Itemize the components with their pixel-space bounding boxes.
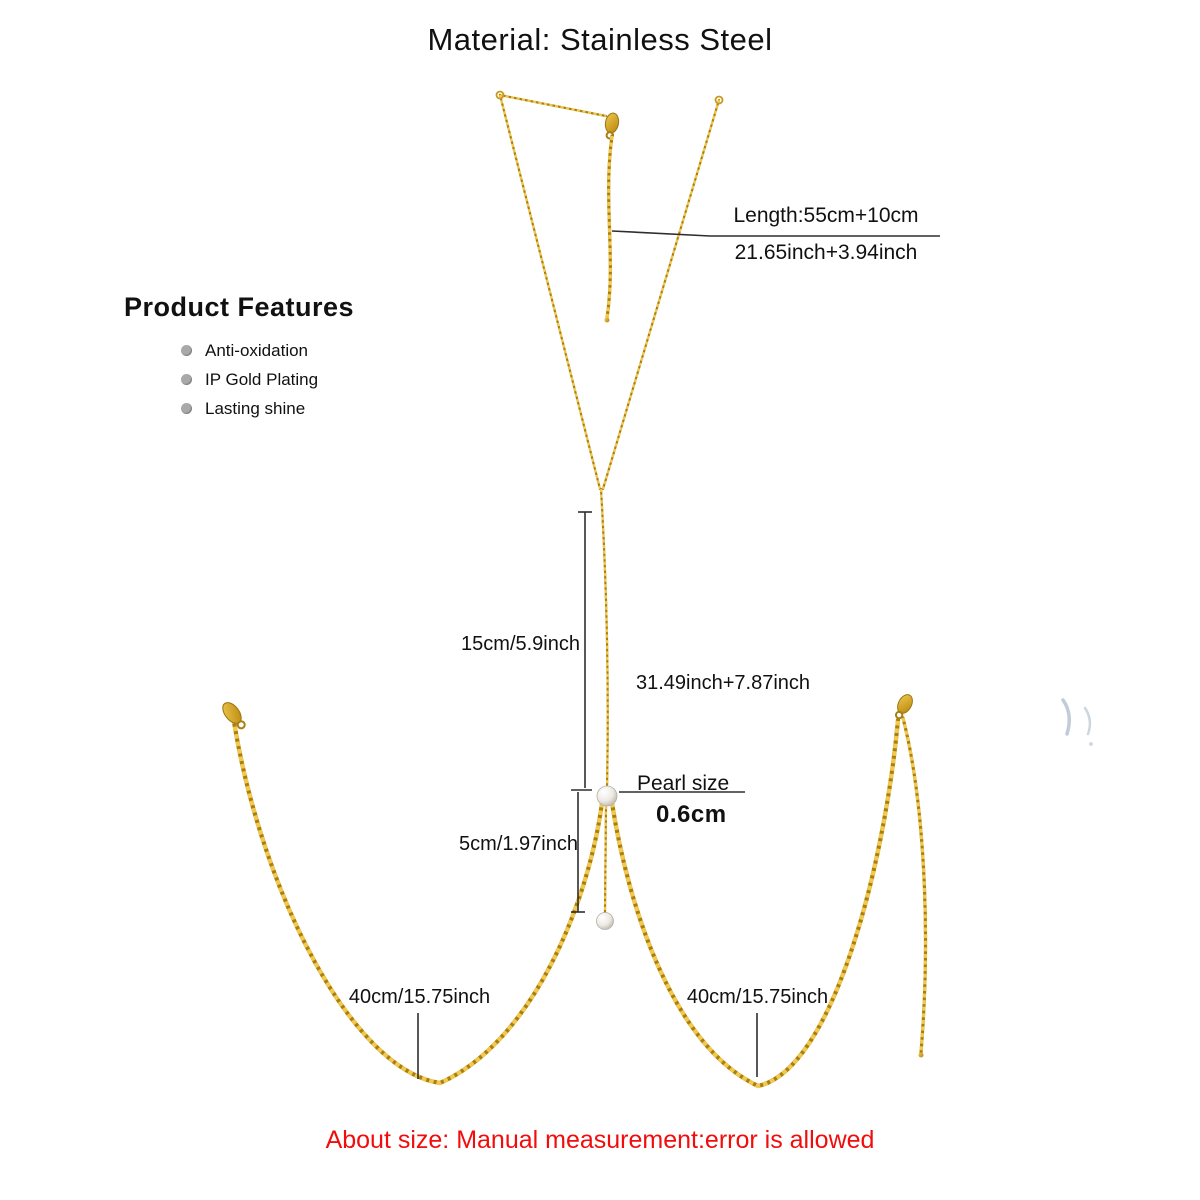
jump-ring-icon <box>714 95 724 105</box>
pearl-top <box>596 785 618 807</box>
feature-item: IP Gold Plating <box>181 365 318 394</box>
measurement-lines <box>417 230 940 1079</box>
bullet-icon <box>181 374 192 385</box>
feature-label: IP Gold Plating <box>205 369 319 389</box>
features-list: Anti-oxidation IP Gold Plating Lasting s… <box>181 336 318 423</box>
feature-label: Lasting shine <box>205 398 306 418</box>
jump-ring-icon <box>495 90 505 100</box>
bullet-icon <box>181 403 192 414</box>
pearl-diameter-value: 0.6cm <box>656 801 727 828</box>
pearl-size-label: Pearl size <box>637 772 730 795</box>
features-heading: Product Features <box>124 292 355 322</box>
right-extender-chain <box>901 716 928 1058</box>
overall-length-label: 31.49inch+7.87inch <box>636 672 811 694</box>
feature-item: Anti-oxidation <box>181 336 318 365</box>
size-disclaimer-note: About size: Manual measurement:error is … <box>325 1126 875 1154</box>
drop-length-label: 15cm/5.9inch <box>461 633 580 655</box>
right-chain-length-label: 40cm/15.75inch <box>686 986 829 1008</box>
top-extender-chain <box>604 134 614 323</box>
neck-chain <box>495 90 724 491</box>
left-lobster-clasp-icon <box>222 702 246 730</box>
necklace-length-metric-label: Length:55cm+10cm <box>733 204 919 227</box>
pearl-bottom <box>596 912 614 930</box>
necklace-length-imperial-label: 21.65inch+3.94inch <box>734 241 918 264</box>
feature-label: Anti-oxidation <box>205 340 309 360</box>
dangle-length-label: 5cm/1.97inch <box>459 833 578 855</box>
page-title: Material: Stainless Steel <box>427 22 773 57</box>
right-lobster-clasp-icon <box>894 694 913 720</box>
feature-item: Lasting shine <box>181 394 318 423</box>
left-chain-length-label: 40cm/15.75inch <box>348 986 491 1008</box>
smudge-marks <box>1061 698 1093 746</box>
center-drop-chain <box>599 487 609 914</box>
bullet-icon <box>181 345 192 356</box>
